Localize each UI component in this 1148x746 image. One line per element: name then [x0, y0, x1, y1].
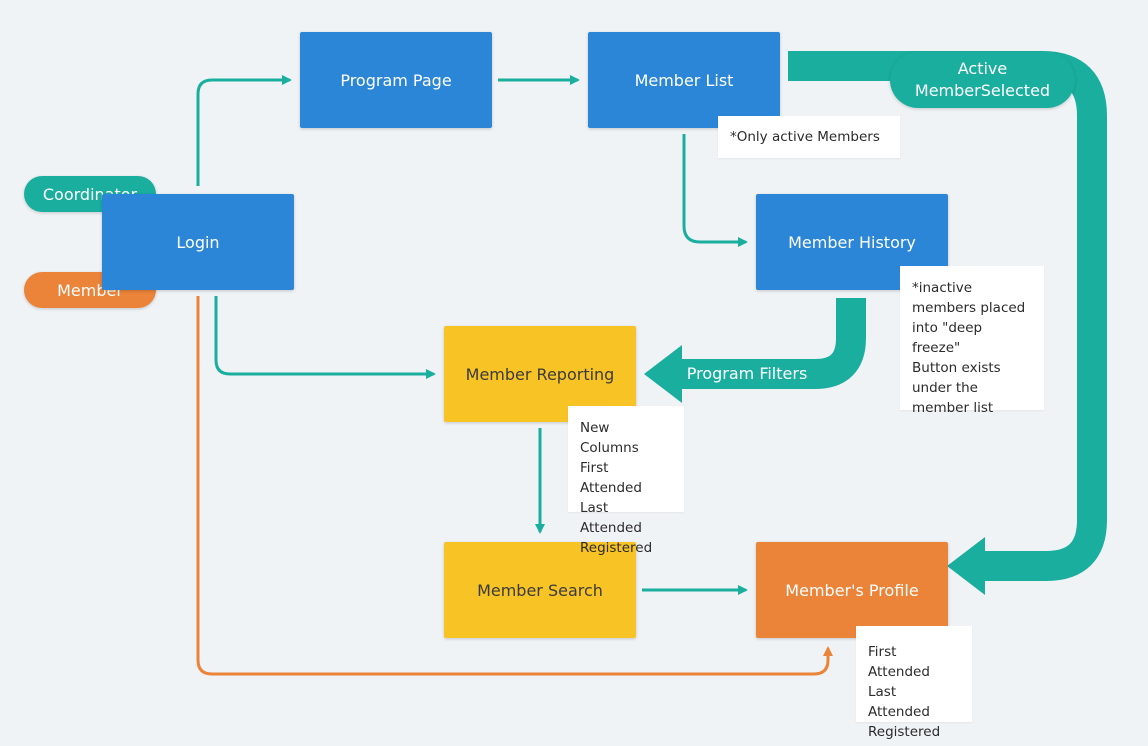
member-reporting-node[interactable]: Member Reporting: [444, 326, 636, 422]
program-filters-label: Program Filters: [686, 364, 808, 383]
member-list-node[interactable]: Member List: [588, 32, 780, 128]
active-member-selected-label: Active MemberSelected: [914, 59, 1051, 100]
member-history-note: *inactive members placed into "deep free…: [900, 266, 1044, 416]
program-filters-connector: [682, 298, 866, 389]
members-profile-node[interactable]: Member's Profile: [756, 542, 948, 638]
program-filters-arrowhead: [644, 345, 682, 403]
member-reporting-note: New Columns First Attended Last Attended…: [568, 406, 684, 556]
members-profile-note: First Attended Last Attended Registered: [856, 626, 972, 740]
member-search-node[interactable]: Member Search: [444, 542, 636, 638]
login-to-profile-member-arrow: [196, 296, 833, 676]
active-member-selected-badge: Active MemberSelected: [890, 52, 1075, 108]
program-page-node[interactable]: Program Page: [300, 32, 492, 128]
login-to-program-page-arrow: [196, 75, 292, 186]
login-node[interactable]: Login: [102, 194, 294, 290]
login-to-member-reporting-arrow: [214, 296, 436, 379]
active-member-selected-arrowhead: [947, 537, 985, 595]
member-list-to-member-history-arrow: [682, 134, 748, 247]
member-list-note: *Only active Members: [718, 116, 900, 158]
